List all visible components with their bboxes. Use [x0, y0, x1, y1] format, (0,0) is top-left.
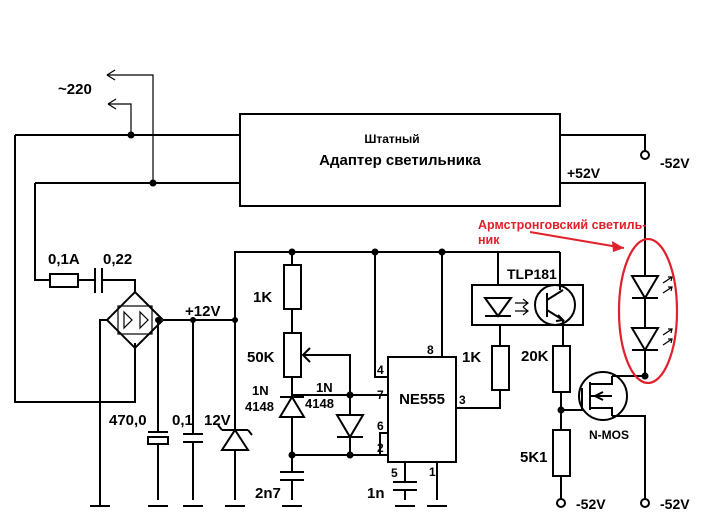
diode1-label-2: 4148	[245, 399, 274, 414]
potentiometer-50k	[283, 332, 302, 378]
resistor-20k	[552, 345, 571, 393]
pin-3: 3	[459, 393, 466, 407]
zener-diode	[217, 424, 253, 451]
r-1k-out-label: 1K	[462, 349, 481, 366]
pin-7: 7	[377, 388, 384, 402]
mains-input	[106, 69, 157, 187]
zener-label: 12V	[204, 412, 231, 429]
bridge-minus-wire	[99, 319, 107, 500]
adapter-title-small: Штатный	[364, 132, 419, 146]
n-mos-transistor	[578, 371, 628, 421]
resistor-1k-out	[491, 345, 510, 391]
minus52-bottom-right-label: -52V	[660, 496, 690, 512]
adapter-minus-wire	[560, 134, 646, 152]
input-cap-label: 0,22	[103, 251, 132, 268]
cap-0-1-label: 0,1	[172, 412, 193, 429]
adapter-box	[239, 113, 561, 207]
r-20k-label: 20K	[521, 348, 549, 365]
cap-0-1	[183, 320, 203, 507]
ground-555	[427, 462, 447, 507]
cap-470-label: 470,0	[109, 412, 147, 429]
plus12-label: +12V	[185, 303, 220, 320]
cap-2n7	[280, 455, 304, 507]
cap-1n-label: 1n	[367, 485, 385, 502]
ground-1	[90, 500, 110, 507]
ne555-chip	[387, 356, 457, 463]
minus52-bottom-left-label: -52V	[576, 496, 606, 512]
led-2	[630, 327, 660, 352]
annotation-arrow	[529, 231, 625, 249]
diode-1n4148-1	[278, 395, 306, 418]
opto-transistor	[534, 284, 576, 326]
pin-4: 4	[377, 363, 384, 377]
diode2-label-2: 4148	[305, 396, 334, 411]
minus52-top-label: -52V	[660, 155, 690, 171]
pin-5: 5	[391, 466, 398, 480]
r-1k-top-label: 1K	[253, 289, 272, 306]
fuse-label: 0,1A	[48, 251, 80, 268]
diode1-label-1: 1N	[252, 383, 269, 398]
bridge-rectifier	[105, 290, 165, 350]
optocoupler-label: TLP181	[507, 266, 557, 282]
diode2-label-1: 1N	[316, 380, 333, 395]
pin-8: 8	[427, 343, 434, 357]
diode-1n4148-2	[335, 414, 365, 439]
mains-wire-2-down	[34, 183, 50, 281]
optocoupler-tlp181	[471, 284, 584, 326]
input-capacitor	[94, 268, 103, 293]
opto-led	[483, 297, 513, 318]
r-5k1-label: 5K1	[520, 449, 548, 466]
plus12-rail	[234, 251, 560, 320]
adapter-title: Адаптер светильника	[319, 152, 481, 169]
resistor-1k-top	[283, 264, 302, 310]
pin-6: 6	[377, 419, 384, 433]
cap-2n7-label: 2n7	[255, 485, 281, 502]
plus52-label: +52V	[567, 165, 601, 181]
ground-3	[225, 450, 245, 507]
mains-label: ~220	[58, 81, 92, 98]
pin-2: 2	[377, 441, 384, 455]
adapter-plus-wire	[560, 182, 646, 250]
pot-50k-label: 50K	[247, 349, 275, 366]
cap-1n	[393, 462, 417, 507]
ne555-label: NE555	[399, 391, 445, 408]
resistor-5k1	[552, 429, 571, 477]
mains-wire-1-return	[14, 135, 136, 403]
annotation-text-1: Армстронговский светиль-	[478, 218, 646, 232]
pin-1: 1	[429, 465, 436, 479]
fuse	[49, 273, 79, 288]
led-1	[630, 275, 660, 300]
cap-470	[147, 436, 169, 445]
led-highlight-ellipse	[617, 237, 679, 385]
annotation-text-2: ник	[478, 233, 500, 247]
ground-2	[148, 444, 168, 507]
mosfet-label: N-MOS	[589, 428, 629, 442]
